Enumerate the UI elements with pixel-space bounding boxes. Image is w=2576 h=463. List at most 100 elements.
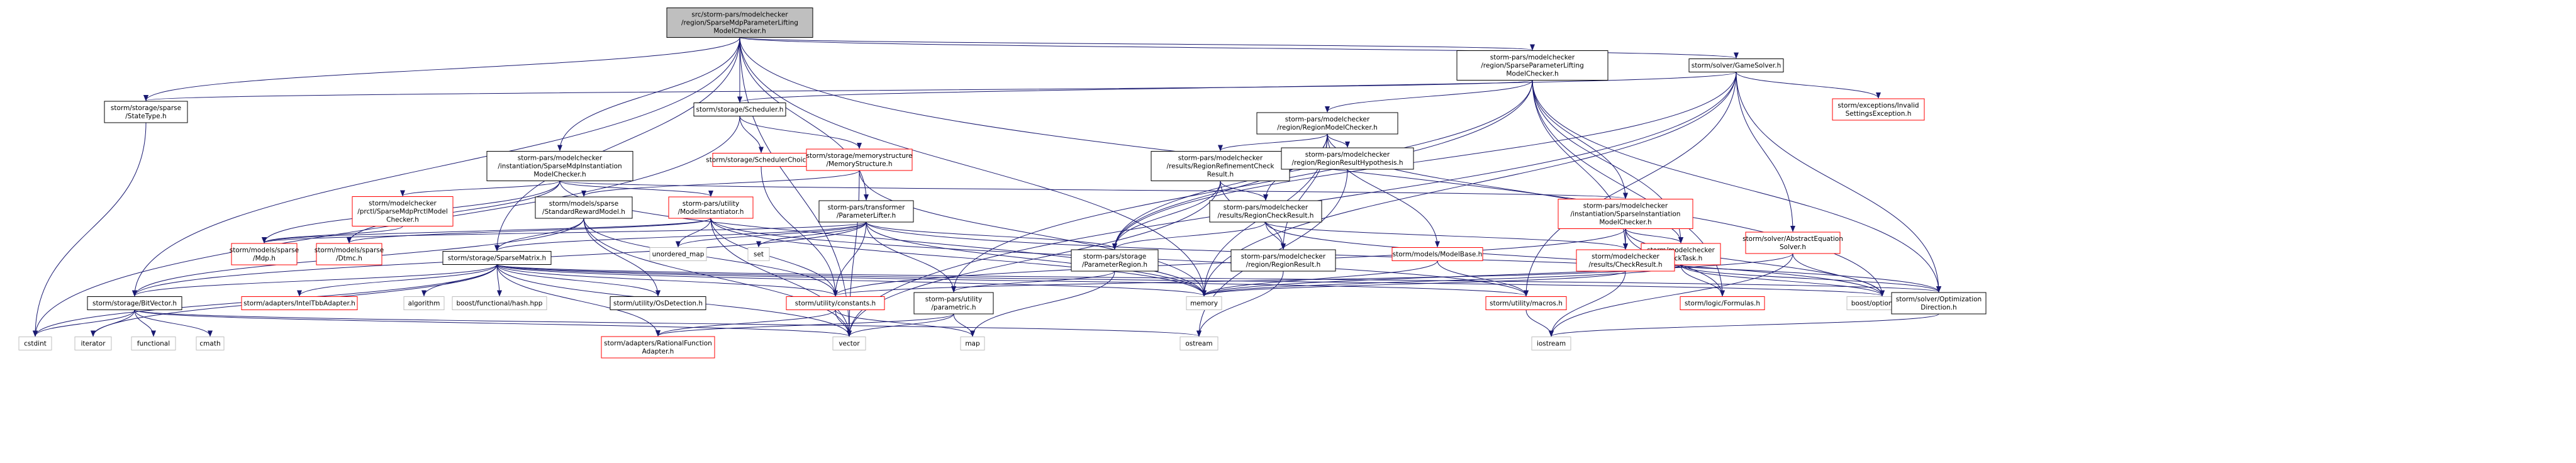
- graph-node-cstdint[interactable]: cstdint: [18, 337, 52, 350]
- graph-node-memory[interactable]: memory: [1186, 296, 1222, 310]
- node-box: [1071, 249, 1159, 272]
- graph-node-ostream[interactable]: ostream: [1179, 337, 1218, 350]
- graph-node-mdp[interactable]: storm/models/sparse/Mdp.h: [230, 243, 299, 265]
- graph-node-stdreward[interactable]: storm/models/sparse/StandardRewardModel.…: [535, 196, 633, 219]
- graph-node-checkresult[interactable]: storm/modelchecker/results/CheckResult.h: [1576, 249, 1675, 272]
- graph-node-statetype[interactable]: storm/storage/sparse/StateType.h: [104, 101, 188, 123]
- node-label-line: /region/RegionResult.h: [1246, 261, 1321, 269]
- graph-node-regionresult[interactable]: storm-pars/modelchecker/region/RegionRes…: [1230, 249, 1336, 272]
- graph-node-unorderedmap[interactable]: unordered_map: [649, 247, 707, 261]
- node-box: [1179, 337, 1218, 350]
- graph-node-regioncheck[interactable]: storm-pars/modelchecker/results/RegionCh…: [1209, 200, 1322, 223]
- graph-node-regionhyp[interactable]: storm-pars/modelchecker/region/RegionRes…: [1281, 147, 1414, 170]
- graph-node-spl[interactable]: storm-pars/modelchecker/region/SparsePar…: [1456, 50, 1609, 81]
- node-box: [1745, 232, 1841, 254]
- dependency-edge-sparsematrix-to-inteltbb: [297, 264, 498, 297]
- node-box: [649, 247, 707, 261]
- node-label-line: storm/storage/SparseMatrix.h: [448, 255, 546, 262]
- node-label-line: Result.h: [1207, 171, 1234, 179]
- dependency-edge-spl-to-parametric: [951, 80, 1533, 293]
- dependency-edge-paramlifter-to-constants: [833, 221, 867, 297]
- graph-node-refinecheck[interactable]: storm-pars/modelchecker/results/RegionRe…: [1151, 151, 1290, 181]
- node-box: [601, 336, 715, 359]
- graph-node-root[interactable]: src/storm-pars/modelchecker/region/Spars…: [666, 8, 813, 38]
- node-label-line: storm-pars/modelchecker: [518, 155, 603, 162]
- graph-node-cmath[interactable]: cmath: [196, 337, 225, 350]
- node-label-line: /prctl/SparseMdpPrctlModel: [357, 208, 448, 216]
- dependency-edge-checkresult-to-memory: [1202, 271, 1626, 297]
- node-label-line: /region/RegionResultHypothesis.h: [1292, 159, 1403, 167]
- graph-node-schedchoice[interactable]: storm/storage/SchedulerChoice.h: [706, 153, 817, 167]
- graph-node-sparseinst[interactable]: storm-pars/modelchecker/instantiation/Sp…: [1558, 199, 1693, 229]
- graph-node-parametric[interactable]: storm-pars/utility/parametric.h: [913, 292, 994, 315]
- graph-node-constants[interactable]: storm/utility/constants.h: [786, 296, 885, 310]
- node-box: [1531, 337, 1571, 350]
- dependency-edge-root-to-gamesolver: [739, 37, 1739, 59]
- graph-node-paramlifter[interactable]: storm-pars/transformer/ParameterLifter.h: [818, 200, 914, 223]
- graph-node-sparsemdppctl[interactable]: storm/modelchecker/prctl/SparseMdpPrctlM…: [352, 196, 454, 226]
- dependency-edge-bitvector-to-ostream: [134, 310, 1202, 337]
- node-box: [666, 8, 813, 38]
- node-box: [1186, 296, 1222, 310]
- graph-node-iostream[interactable]: iostream: [1531, 337, 1571, 350]
- graph-node-set[interactable]: set: [747, 247, 770, 261]
- graph-node-dtmc[interactable]: storm/models/sparse/Dtmc.h: [315, 243, 384, 265]
- node-label-line: storm/storage/BitVector.h: [92, 300, 177, 308]
- graph-node-paramregion[interactable]: storm-pars/storage/ParameterRegion.h: [1071, 249, 1159, 272]
- node-label-line: Direction.h: [1921, 304, 1956, 311]
- dependency-edge-gamesolver-to-invalidsettings: [1736, 72, 1881, 99]
- graph-node-formulas[interactable]: storm/logic/Formulas.h: [1680, 296, 1765, 310]
- graph-node-boosthash[interactable]: boost/functional/hash.hpp: [452, 296, 547, 310]
- dependency-edge-sparsematrix-to-memory: [496, 264, 1207, 297]
- dependency-edge-regionmc-to-refinecheck: [1218, 133, 1328, 152]
- dependency-edge-gamesolver-to-scheduler: [737, 72, 1737, 103]
- graph-node-scheduler[interactable]: storm/storage/Scheduler.h: [693, 103, 786, 116]
- node-box: [1281, 147, 1414, 170]
- graph-node-memstruct[interactable]: storm/storage/memorystructure/MemoryStru…: [806, 148, 913, 171]
- node-box: [1256, 112, 1398, 135]
- dependency-edge-checktask-to-formulas: [1680, 264, 1725, 297]
- graph-node-modelinst[interactable]: storm-pars/utility/ModelInstantiator.h: [668, 196, 754, 219]
- graph-node-osdetect[interactable]: storm/utility/OsDetection.h: [610, 296, 706, 310]
- node-label-line: memory: [1190, 300, 1218, 308]
- graph-node-vector[interactable]: vector: [832, 337, 866, 350]
- node-label-line: storm/adapters/RationalFunction: [604, 340, 712, 347]
- node-label-line: storm/storage/memorystructure: [806, 152, 913, 160]
- graph-node-functional[interactable]: functional: [131, 337, 176, 350]
- dependency-edge-modelinst-to-vector: [710, 218, 852, 337]
- dependency-edge-abseqsolver-to-iostream: [1549, 253, 1793, 337]
- dependency-edge-modelinst-to-dtmc: [347, 218, 711, 243]
- graph-node-map[interactable]: map: [960, 337, 985, 350]
- node-box: [196, 337, 225, 350]
- graph-node-invalidsettings[interactable]: storm/exceptions/InvalidSettingsExceptio…: [1832, 98, 1925, 121]
- node-label-line: storm/modelchecker: [1592, 253, 1659, 260]
- node-box: [18, 337, 52, 350]
- graph-node-sparsematrix[interactable]: storm/storage/SparseMatrix.h: [442, 251, 552, 265]
- dependency-edge-sparseinst-to-constants: [833, 228, 1626, 297]
- graph-node-macros[interactable]: storm/utility/macros.h: [1485, 296, 1567, 310]
- graph-node-inteltbb[interactable]: storm/adapters/IntelTbbAdapter.h: [241, 296, 358, 310]
- dependency-edge-bitvector-to-cstdint: [33, 310, 135, 337]
- dependency-edge-scheduler-to-memstruct: [739, 116, 862, 149]
- dependency-edge-sparsematrix-to-bitvector: [132, 264, 498, 297]
- dependency-edge-sparsemdppctl-to-mdp: [262, 226, 403, 243]
- graph-node-iterator[interactable]: iterator: [74, 337, 112, 350]
- dependency-edge-gamesolver-to-optdir: [1736, 72, 1941, 293]
- node-box: [442, 251, 552, 265]
- node-label-line: storm-pars/modelchecker: [1285, 116, 1370, 123]
- graph-node-bitvector[interactable]: storm/storage/BitVector.h: [87, 296, 182, 310]
- graph-node-regionmc[interactable]: storm-pars/modelchecker/region/RegionMod…: [1256, 112, 1398, 135]
- graph-node-sparsemdpinst[interactable]: storm-pars/modelchecker/instantiation/Sp…: [486, 151, 633, 181]
- node-label-line: /results/CheckResult.h: [1589, 261, 1663, 269]
- graph-node-gamesolver[interactable]: storm/solver/GameSolver.h: [1688, 59, 1784, 72]
- node-label-line: cmath: [199, 340, 220, 348]
- node-label-line: storm-pars/transformer: [828, 204, 906, 211]
- graph-node-modelbase[interactable]: storm/models/ModelBase.h: [1391, 247, 1483, 261]
- node-label-line: /MemoryStructure.h: [826, 160, 892, 168]
- node-box: [818, 200, 914, 223]
- graph-node-algorithm[interactable]: algorithm: [403, 296, 445, 310]
- node-label-line: storm/storage/Scheduler.h: [696, 106, 784, 114]
